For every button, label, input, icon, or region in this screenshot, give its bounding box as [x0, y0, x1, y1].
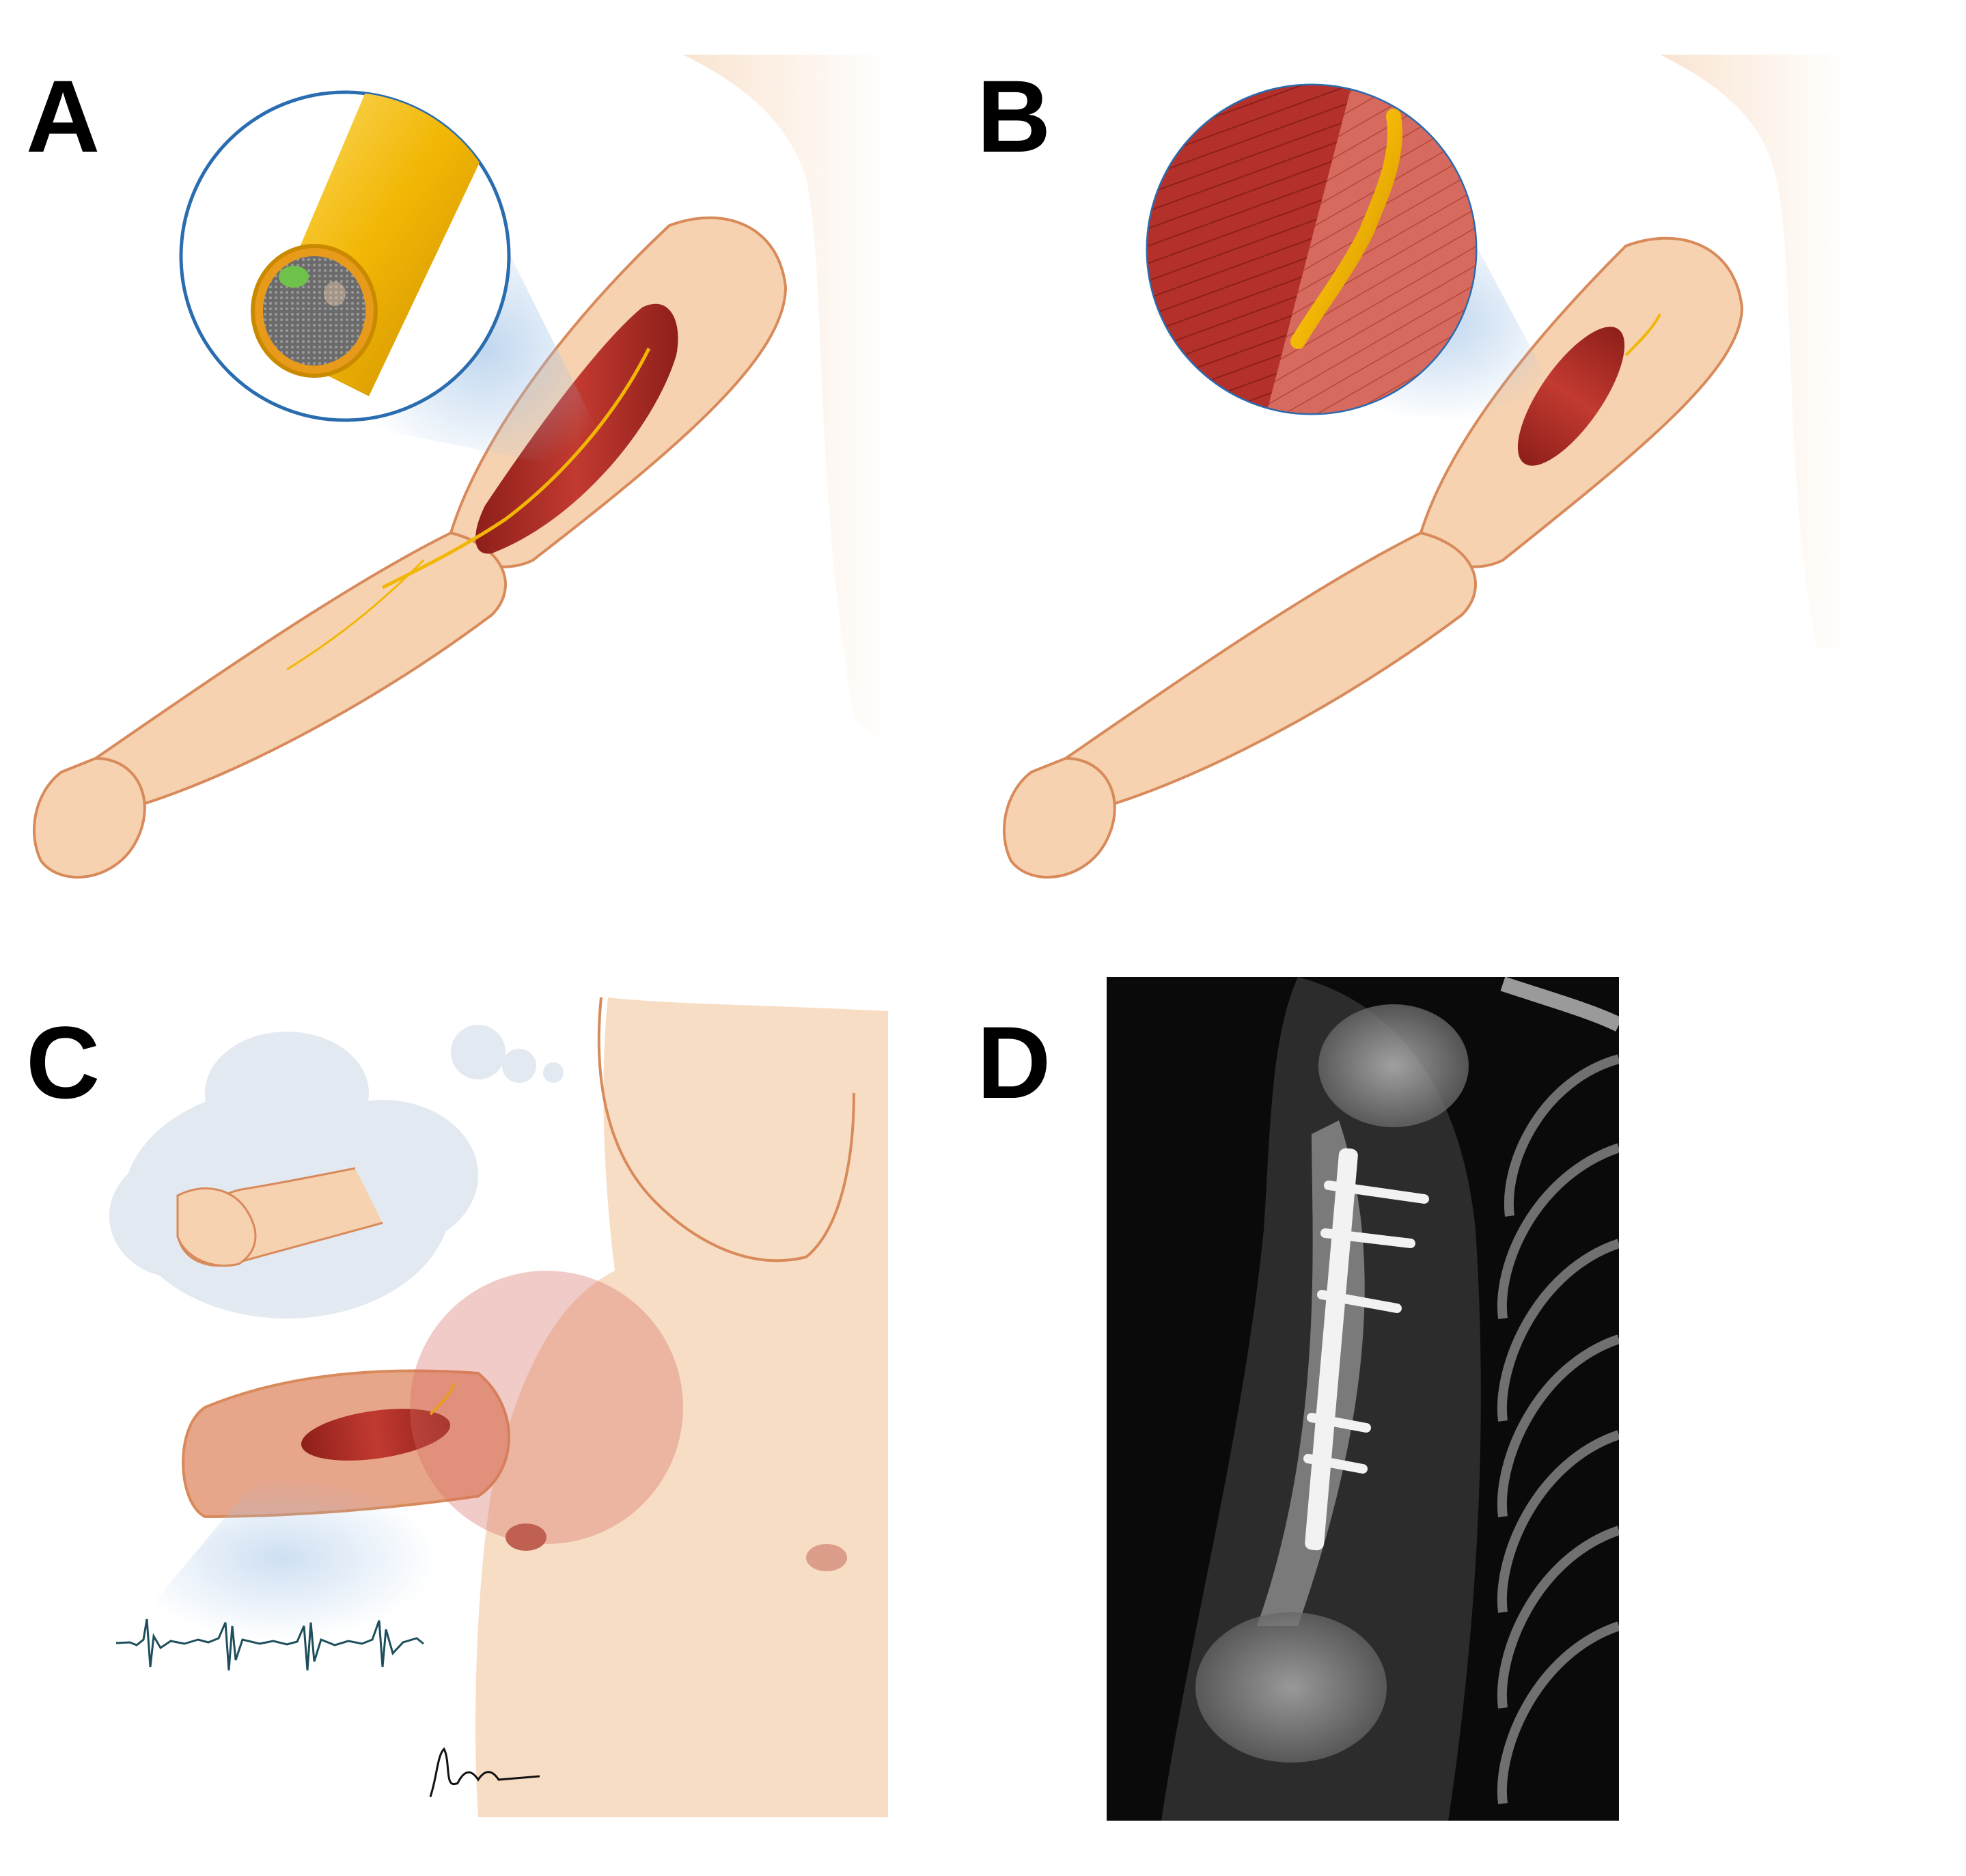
panel-label-c: C	[26, 1005, 100, 1120]
panel-b-illustration	[1003, 55, 1844, 879]
nerve-cross-section-icon	[251, 92, 492, 396]
panel-label-a: A	[26, 59, 100, 174]
panel-c-illustration	[109, 997, 888, 1817]
emg-signal-trace	[115, 1618, 424, 1671]
phantom-fist-icon	[176, 1167, 383, 1267]
panel-d-xray	[1107, 977, 1619, 1821]
fixation-plate	[1305, 1148, 1358, 1551]
panel-label-d: D	[977, 1005, 1051, 1120]
panel-label-b: B	[977, 59, 1051, 174]
fixation-screws	[1303, 1181, 1429, 1474]
panel-a-illustration	[33, 55, 888, 879]
artist-signature	[429, 1747, 540, 1797]
nerve-muscle-junction-icon	[1148, 85, 1476, 413]
